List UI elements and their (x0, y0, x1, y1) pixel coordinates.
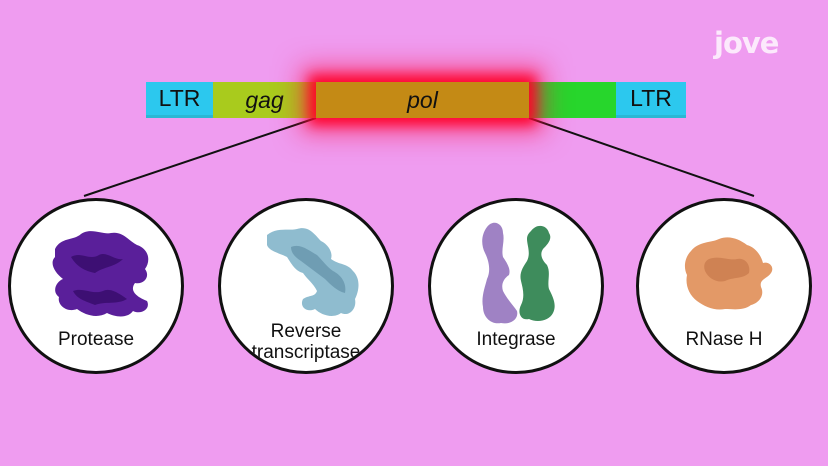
ltr-left-segment: LTR (146, 82, 213, 118)
protease-structure-image (52, 231, 149, 317)
unlabeled-gene-segment (529, 82, 616, 118)
reverse-transcriptase-label-line2: transcriptase (251, 342, 361, 363)
reverse-transcriptase-structure-image (267, 228, 359, 316)
protease-circle: Protease (8, 198, 184, 374)
integrase-circle: Integrase (428, 198, 604, 374)
rnase-h-circle: RNase H (636, 198, 812, 374)
connector-line-left (83, 117, 317, 197)
integrase-structure-image (482, 222, 555, 324)
rnase-h-label: RNase H (685, 329, 763, 350)
integrase-label: Integrase (476, 329, 556, 350)
reverse-transcriptase-circle: Reverse transcriptase (218, 198, 394, 374)
rnase-h-structure-image (684, 237, 773, 310)
ltr-right-segment: LTR (616, 82, 686, 118)
reverse-transcriptase-label-line1: Reverse (270, 321, 342, 342)
gag-segment: gag (213, 82, 316, 118)
connector-line-right (528, 117, 755, 197)
retrovirus-genome-bar: LTR gag pol LTR (146, 82, 686, 118)
jove-logo: jove (714, 26, 779, 60)
pol-segment: pol (316, 82, 529, 118)
protease-label: Protease (57, 329, 135, 350)
